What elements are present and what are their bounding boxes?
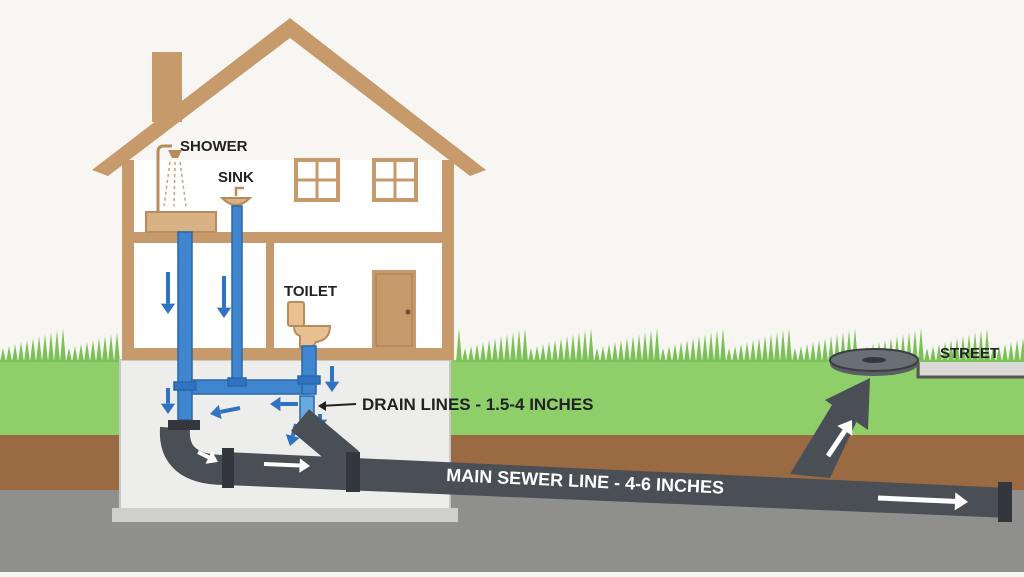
flow-arrow-icon [270, 396, 298, 412]
pipe-joint [346, 452, 360, 492]
interior-wall [266, 243, 274, 348]
door-icon [372, 270, 416, 350]
sink-icon [219, 186, 253, 206]
flow-arrow-icon [263, 458, 310, 473]
ground-floor [122, 348, 452, 360]
pipe-joint [998, 482, 1012, 522]
flow-arrow-icon [216, 276, 232, 318]
street-curb [916, 362, 1024, 379]
drain-elbow [177, 389, 193, 421]
window-icon [372, 158, 418, 202]
flow-arrow-icon [160, 272, 176, 314]
toilet-drain-pipe [301, 345, 317, 395]
horizontal-drain-pipe [191, 379, 311, 395]
flow-arrow-icon [160, 388, 176, 414]
flow-arrow-icon [197, 450, 218, 464]
upper-floor [122, 232, 452, 243]
flow-arrow-icon [825, 420, 853, 458]
flow-arrow-icon [877, 492, 968, 511]
main-sewer-pipe [159, 348, 1012, 522]
sink-drain-pipe [231, 205, 243, 387]
drain-lines-label: DRAIN LINES - 1.5-4 INCHES [362, 395, 593, 414]
sink-label: SINK [218, 169, 254, 186]
cleanout-riser [790, 400, 862, 478]
foundation-footing [112, 508, 458, 522]
flow-arrow-icon [324, 366, 340, 392]
shower-icon [145, 144, 217, 233]
street-label: STREET [940, 345, 999, 362]
pipe-joint [222, 448, 234, 488]
flow-arrow-icon [210, 404, 241, 420]
shower-label: SHOWER [180, 138, 248, 155]
toilet-label: TOILET [284, 283, 337, 300]
cleanout-cap-icon [829, 348, 919, 376]
shower-drain-pipe [177, 231, 193, 393]
drain-label-pointer-head [318, 401, 326, 411]
sewer-flow-arrows [197, 420, 968, 511]
sewer-pipe-body [225, 452, 1010, 518]
cleanout-arrow-head [825, 378, 870, 430]
toilet-branch [290, 409, 360, 473]
sewer-bend [159, 426, 226, 485]
window-icon [294, 158, 340, 202]
